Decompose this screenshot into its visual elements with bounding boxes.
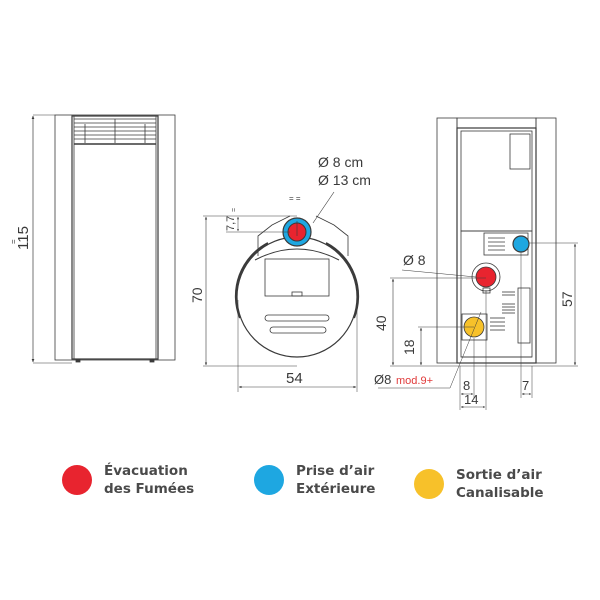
depth-70-label: 70	[189, 287, 205, 303]
legend-air-outlet-line2: Canalisable	[456, 485, 544, 501]
height-18-label: 18	[401, 339, 417, 355]
width-54-label: 54	[286, 370, 303, 387]
legend-item-air-outlet: Sortie d’air Canalisable	[414, 466, 544, 502]
legend-item-air-intake: Prise d’air Extérieure	[254, 462, 375, 498]
outlet-model-note: mod.9+	[396, 375, 433, 387]
front-body-outline	[54, 114, 176, 361]
legend-air-outlet-line1: Sortie d’air	[456, 467, 542, 483]
height-57-label: 57	[559, 291, 575, 307]
front-view	[31, 114, 176, 364]
legend-air-intake-line1: Prise d’air	[296, 463, 375, 479]
air-outlet-color-dot-icon	[414, 469, 444, 499]
offset-7-label: 7	[522, 378, 529, 393]
fumes-outlet	[475, 266, 497, 288]
offset-equal-mark: =	[231, 208, 238, 212]
vent-slot-1	[264, 314, 330, 322]
legend-item-fumes: Évacuation des Fumées	[62, 462, 194, 498]
legend-air-intake-line2: Extérieure	[296, 481, 376, 497]
air-intake-outlet	[512, 235, 530, 253]
rear-housing-outline	[257, 215, 349, 256]
stove-body-circle	[236, 236, 358, 358]
legend-text-air-outlet: Sortie d’air Canalisable	[456, 466, 544, 502]
firebox-window	[264, 258, 330, 297]
offset-8-label: 8	[463, 378, 470, 393]
height-40-label: 40	[373, 315, 389, 331]
fumes-diameter-label: Ø 8	[403, 252, 426, 268]
outlet-diameter-label: Ø8	[374, 372, 391, 387]
legend-fumes-line2: des Fumées	[104, 481, 195, 497]
air-intake-color-dot-icon	[254, 465, 284, 495]
legend-fumes-line1: Évacuation	[104, 463, 188, 479]
rear-right-side-panel	[535, 117, 557, 364]
offset-7-7-label: 7,7	[225, 216, 237, 231]
flue-diameter-13cm-label: Ø 13 cm	[318, 172, 371, 188]
fumes-color-dot-icon	[62, 465, 92, 495]
height-115-label: 115	[15, 226, 32, 250]
rear-back-panel	[456, 127, 537, 364]
top-view	[203, 191, 360, 392]
height-equal-mark: =	[9, 239, 18, 244]
rear-access-hatch	[509, 133, 531, 170]
flue-diameter-8cm-label: Ø 8 cm	[318, 154, 363, 170]
legend-text-air-intake: Prise d’air Extérieure	[296, 462, 375, 498]
legend: Évacuation des Fumées Prise d’air Extéri…	[0, 458, 600, 518]
rear-view	[378, 117, 578, 410]
front-door-panel	[71, 115, 159, 360]
rear-left-side-panel	[436, 117, 458, 364]
vent-slot-2	[269, 326, 327, 334]
offset-14-label: 14	[464, 392, 478, 407]
flue-equal-marks: = =	[289, 194, 301, 203]
legend-text-fumes: Évacuation des Fumées	[104, 462, 194, 498]
top-grille	[74, 118, 156, 145]
